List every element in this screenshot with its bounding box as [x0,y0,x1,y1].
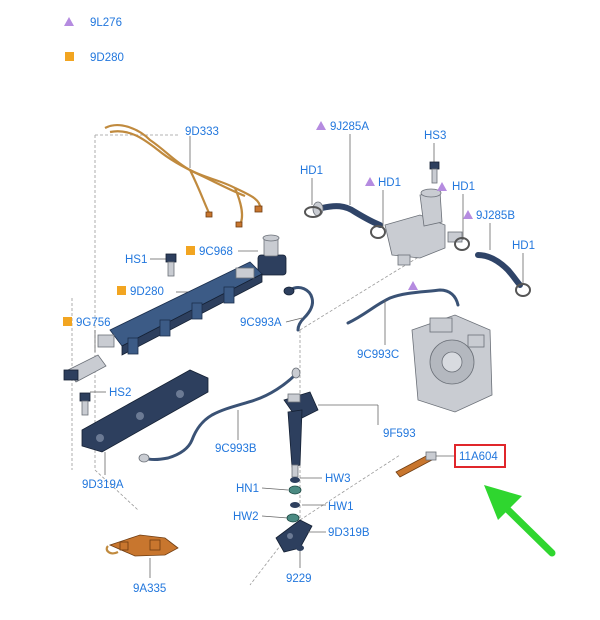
label-hs2: HS2 [109,387,131,399]
legend: 9L276 9D280 [64,17,124,64]
pointer-arrow-icon [484,485,556,557]
wiring-harness-9d333 [104,123,263,228]
triangle-hd1-c-icon [437,182,447,191]
nut-hn1 [288,485,302,495]
label-hs3: HS3 [424,130,446,142]
label-hn1: HN1 [236,483,259,495]
label-9d333: 9D333 [185,126,219,138]
triangle-9c993c-icon [408,281,418,290]
fuel-line-9c993c [346,288,460,325]
label-9c993a: 9C993A [240,317,282,329]
label-9d319a: 9D319A [82,479,124,491]
square-9g756-icon [63,317,72,326]
label-9j285b: 9J285B [476,210,515,222]
bolt-hs2 [79,392,91,416]
bolt-hs1 [165,253,177,277]
triangle-hd1-b-icon [365,177,375,186]
label-9a335: 9A335 [133,583,166,595]
hose-9j285a [312,201,383,228]
square-9c968-icon [186,246,195,255]
glow-plug-11a604 [395,451,437,478]
label-hw2: HW2 [233,511,259,523]
connector-9a335 [105,534,179,557]
high-pressure-pump [411,314,493,413]
washer-hw3 [290,477,300,483]
label-hw3: HW3 [325,473,351,485]
square-9d280-icon [117,286,126,295]
sensor-9g756 [63,354,107,383]
highlight-box [454,444,506,468]
clamp-hd1-b [370,225,386,239]
connector-center [384,188,463,266]
bracket-9d319a [81,369,209,453]
label-9c993c: 9C993C [357,349,399,361]
pressure-sensor-9c968 [257,234,287,276]
washer-hw1 [290,502,300,508]
fuel-line-9c993a [288,286,314,332]
label-9c993b: 9C993B [215,443,257,455]
label-hd1-c: HD1 [452,181,475,193]
bolt-9229 [296,545,304,551]
injector-9f593 [283,391,319,478]
clamp-hd1-c [454,237,470,251]
fuel-line-9c993b [143,373,297,461]
bolt-hs3 [429,161,440,184]
legend-triangle-code: 9L276 [90,17,122,29]
fuel-rail-9d280 [97,261,263,356]
label-9f593: 9F593 [383,428,416,440]
label-9j285a: 9J285A [330,121,369,133]
label-hs1: HS1 [125,254,147,266]
legend-square-code: 9D280 [90,52,124,64]
label-11a604: 11A604 [459,451,498,463]
bracket-9d319b [275,519,313,553]
label-9g756: 9G756 [76,317,111,329]
legend-triangle-icon [64,17,74,26]
washer-hw2 [286,513,300,523]
label-hd1-a: HD1 [300,165,323,177]
clamp-hd1-a [304,206,322,218]
label-hw1: HW1 [328,501,354,513]
label-hd1-b: HD1 [378,177,401,189]
label-9229: 9229 [286,573,312,585]
label-9d280: 9D280 [130,286,164,298]
hose-9j285b [475,252,523,288]
clamp-hd1-d [515,283,531,297]
label-9d319b: 9D319B [328,527,370,539]
label-9c968: 9C968 [199,246,233,258]
triangle-9j285a-icon [316,121,326,130]
triangle-9j285b-icon [463,210,473,219]
label-hd1-d: HD1 [512,240,535,252]
legend-square-icon [65,52,74,61]
